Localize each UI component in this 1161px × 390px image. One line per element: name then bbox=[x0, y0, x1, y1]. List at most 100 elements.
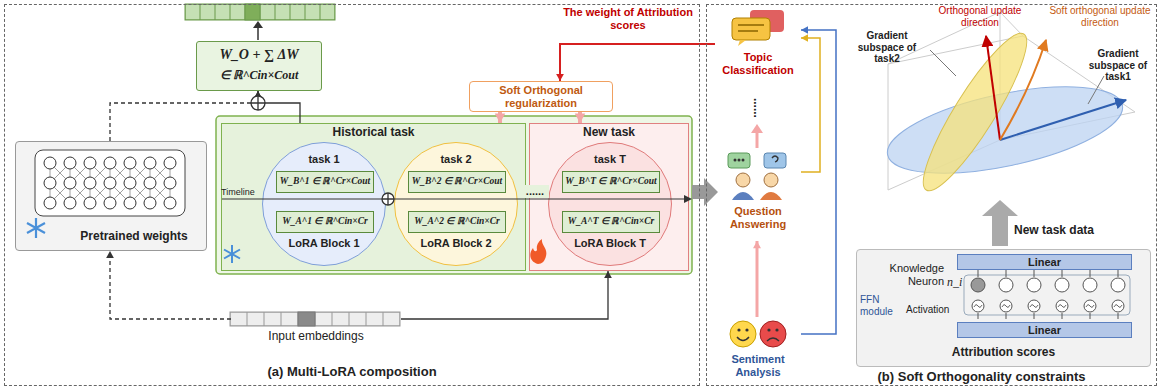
ffn-link bbox=[1118, 270, 1119, 277]
network-link bbox=[70, 163, 71, 183]
arrow-head bbox=[106, 251, 114, 258]
stack-arrow-head bbox=[751, 124, 763, 133]
timeline bbox=[222, 198, 684, 199]
connector-line bbox=[560, 44, 715, 81]
connector bbox=[753, 241, 761, 317]
stack-arrow bbox=[756, 132, 759, 148]
network-neuron bbox=[84, 157, 96, 169]
connector bbox=[106, 251, 231, 319]
network-link bbox=[70, 163, 90, 183]
node-box: W_A^T ∈ ℝ^Cin×Cr bbox=[562, 211, 660, 233]
lora-group-box bbox=[216, 116, 692, 274]
network-link bbox=[70, 183, 71, 203]
ffn-link bbox=[1034, 270, 1035, 277]
activation-unit bbox=[972, 300, 984, 312]
node-box: W_A^2 ∈ ℝ^Cin×Cr bbox=[408, 211, 506, 233]
connector-line bbox=[801, 38, 820, 172]
network-neuron bbox=[84, 177, 96, 189]
network-link bbox=[50, 183, 70, 203]
network-neuron bbox=[104, 197, 116, 209]
activation-curve bbox=[1086, 305, 1094, 308]
connector bbox=[801, 26, 836, 334]
node-box: Sentiment Analysis bbox=[715, 317, 801, 385]
network-link bbox=[90, 163, 91, 183]
network-link bbox=[90, 183, 110, 203]
network-art bbox=[44, 157, 176, 209]
node-box: Soft Orthogonal regularization bbox=[469, 81, 613, 112]
ffn-link bbox=[978, 313, 979, 319]
subspace-plot bbox=[880, 12, 1135, 201]
connector-line bbox=[401, 271, 608, 319]
network-link bbox=[110, 163, 130, 183]
node-text: (a) Multi-LoRA composition bbox=[5, 365, 699, 380]
network-neuron bbox=[164, 197, 176, 209]
connector bbox=[575, 112, 586, 123]
frozen-icon bbox=[27, 218, 45, 238]
ffn-link bbox=[978, 270, 979, 277]
node-box: Pretrained weights bbox=[15, 141, 207, 251]
network-link bbox=[70, 183, 90, 203]
network-link bbox=[150, 163, 151, 183]
node-text: Attribution scores bbox=[857, 346, 1150, 360]
network-neuron bbox=[144, 157, 156, 169]
network-link bbox=[110, 163, 130, 183]
activation-unit bbox=[1112, 300, 1124, 312]
network-neuron bbox=[64, 157, 76, 169]
network-neuron bbox=[124, 177, 136, 189]
node-box: Input embeddings bbox=[231, 313, 401, 349]
network-link bbox=[130, 163, 150, 183]
node-box: Linear bbox=[957, 254, 1132, 270]
knowledge-neuron bbox=[1111, 278, 1125, 292]
output-arrow-head bbox=[253, 21, 263, 28]
node-box: W_B^T ∈ ℝ^Cr×Cout bbox=[562, 171, 660, 193]
node-text: Soft Orthogonal regularization bbox=[474, 84, 608, 110]
node-text: task 2 bbox=[395, 153, 517, 166]
node-text: W_B^2 ∈ ℝ^Cr×Cout bbox=[409, 176, 505, 187]
flow-arrow bbox=[692, 178, 718, 206]
node-text: W_A^1 ∈ ℝ^Cin×Cr bbox=[277, 216, 373, 227]
connector-line bbox=[110, 251, 231, 319]
network-neuron bbox=[104, 177, 116, 189]
node-text: Question Answering bbox=[715, 205, 801, 230]
network-link bbox=[150, 163, 170, 183]
network-neuron bbox=[164, 177, 176, 189]
data-arrow bbox=[982, 200, 1018, 246]
network-neuron bbox=[64, 197, 76, 209]
node-box: Question Answering bbox=[715, 151, 801, 241]
sum-symbol bbox=[382, 193, 394, 205]
node-text: LoRA Block 1 bbox=[263, 237, 385, 250]
connector-line bbox=[801, 30, 836, 334]
node-box: (a) Multi-LoRA compositionW_O + ∑ ΔW∈ ℝ^… bbox=[4, 4, 700, 386]
connector bbox=[801, 34, 820, 172]
text-label: Activation bbox=[906, 304, 964, 316]
sum-symbol bbox=[251, 96, 265, 110]
timeline-head bbox=[684, 195, 692, 203]
sentiment-icon bbox=[730, 321, 786, 347]
node-text: ∈ ℝ^Cin×Cout bbox=[197, 69, 321, 83]
node-text: Topic Classification bbox=[715, 51, 801, 76]
network-neuron bbox=[104, 157, 116, 169]
network-link bbox=[110, 183, 130, 203]
node-text: LoRA Block T bbox=[549, 237, 671, 250]
ffn-link bbox=[1006, 313, 1007, 319]
network-frame bbox=[35, 150, 185, 216]
node-box: Topic Classification bbox=[715, 7, 801, 81]
network-link bbox=[150, 183, 151, 203]
qa-icon bbox=[728, 153, 786, 200]
network-link bbox=[50, 183, 70, 203]
ffn-link bbox=[1090, 270, 1091, 277]
node-text: New task bbox=[530, 126, 688, 140]
connector bbox=[254, 91, 300, 123]
node-text: Input embeddings bbox=[231, 330, 401, 344]
node-text: LoRA Block 2 bbox=[395, 237, 517, 250]
knowledge-neuron bbox=[1055, 278, 1069, 292]
network-link bbox=[90, 163, 110, 183]
output-cell bbox=[245, 4, 260, 20]
activation-curve bbox=[1114, 305, 1122, 308]
network-link bbox=[90, 183, 110, 203]
node-box: W_B^2 ∈ ℝ^Cr×Cout bbox=[408, 171, 506, 193]
output-bar bbox=[185, 4, 335, 20]
activation-curve bbox=[1058, 305, 1066, 308]
